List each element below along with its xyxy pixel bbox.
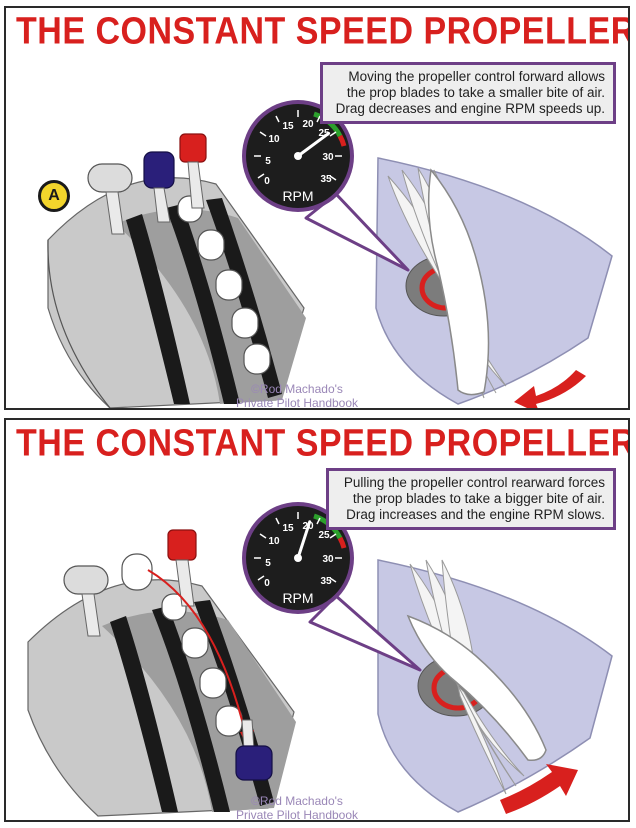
gauge-unit: RPM	[282, 188, 313, 204]
panel-title: THE CONSTANT SPEED PROPELLER	[16, 10, 630, 53]
throttle-quadrant	[27, 579, 296, 817]
throttle-lever	[63, 565, 109, 595]
panel-forward: THE CONSTANT SPEED PROPELLER	[4, 6, 630, 410]
gauge-needle	[296, 520, 312, 560]
gauge-tick-15: 15	[282, 523, 294, 534]
gauge-tick-0: 0	[264, 176, 270, 187]
gauge-tick-30: 30	[322, 152, 334, 163]
gauge-needle	[296, 131, 331, 158]
caption-forward: Moving the propeller control forward all…	[320, 62, 616, 124]
gauge-tick-10: 10	[268, 134, 280, 145]
caption-rearward: Pulling the propeller control rearward f…	[326, 468, 616, 530]
credit-line-2: Private Pilot Handbook	[235, 396, 359, 410]
marker-a: A	[38, 180, 70, 212]
main-blade	[406, 614, 547, 762]
credit-line-2: Private Pilot Handbook	[235, 808, 359, 822]
gauge-tick-5: 5	[265, 558, 271, 569]
prop-lever-knob	[235, 745, 273, 781]
illustration-rearward: 0 5 10 15 20 25 30 35 RPM	[27, 502, 613, 817]
gauge-tick-0: 0	[264, 578, 270, 589]
gauge-tick-20: 20	[302, 119, 314, 130]
prop-lever-knob	[143, 151, 175, 189]
main-blade	[427, 168, 490, 396]
gauge-unit: RPM	[282, 590, 313, 606]
mixture-lever-knob	[179, 133, 207, 163]
panel-rearward: THE CONSTANT SPEED PROPELLER	[4, 418, 630, 822]
credit-line-1: ©Rod Machado's	[251, 382, 343, 396]
gauge-tick-25: 25	[318, 128, 330, 139]
credit: ©Rod Machado's Private Pilot Handbook	[212, 382, 382, 410]
rotation-arrow	[500, 764, 578, 814]
gauge-tick-25: 25	[318, 530, 330, 541]
credit: ©Rod Machado's Private Pilot Handbook	[212, 794, 382, 822]
movement-arrow	[147, 569, 247, 737]
prop-lever-slot	[161, 593, 243, 737]
gauge-tick-15: 15	[282, 121, 294, 132]
panel-title: THE CONSTANT SPEED PROPELLER	[16, 422, 630, 465]
credit-line-1: ©Rod Machado's	[251, 794, 343, 808]
illustration-forward: 0 5 10 15 20 25 30 35 RPM	[47, 100, 613, 408]
gauge-tick-30: 30	[322, 554, 334, 565]
prop-lever-slot	[177, 195, 271, 375]
rpm-gauge: 0 5 10 15 20 25 30 35 RPM	[242, 502, 354, 614]
prop-lever-ghost	[121, 553, 153, 591]
mixture-lever-knob	[167, 529, 197, 561]
throttle-lever	[87, 163, 133, 193]
gauge-tick-10: 10	[268, 536, 280, 547]
gauge-tick-35: 35	[320, 576, 332, 587]
gauge-tick-35: 35	[320, 174, 332, 185]
gauge-tick-5: 5	[265, 156, 271, 167]
rotation-arrow	[514, 370, 586, 408]
throttle-quadrant	[47, 177, 306, 408]
callout-wedge	[308, 594, 422, 672]
